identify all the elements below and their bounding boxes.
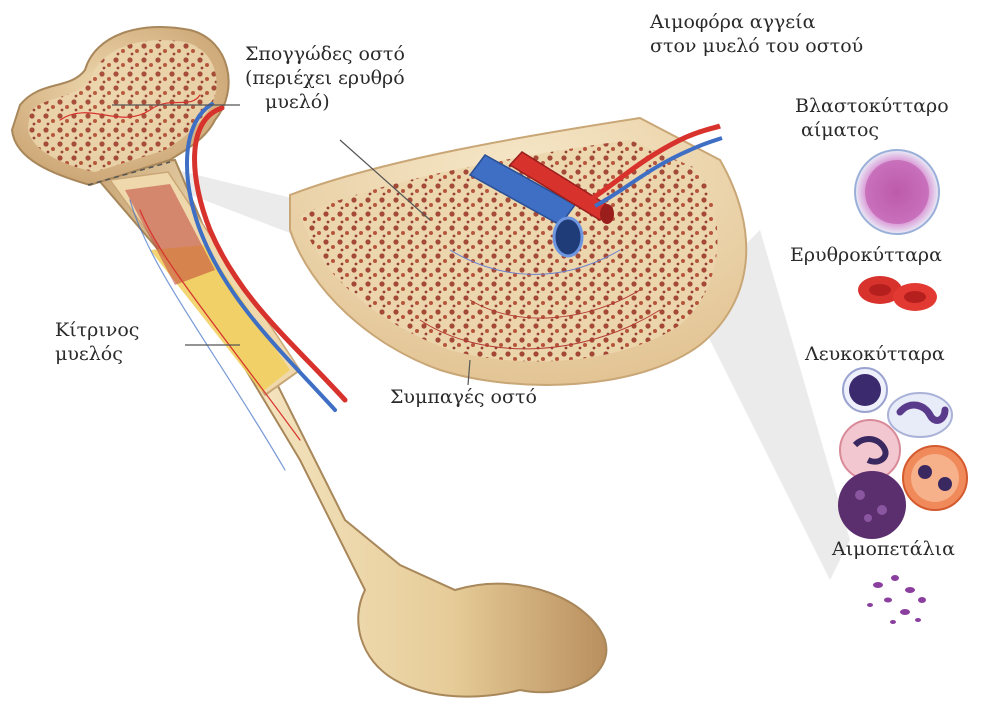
label-stem-cell-line1: Βλαστοκύτταρο (795, 94, 949, 118)
label-blood-vessels-line1: Αιμοφόρα αγγεία (650, 10, 863, 34)
magnified-bone-section (290, 118, 746, 385)
label-spongy-bone-line3: μυελό) (245, 90, 405, 114)
platelets (867, 575, 926, 624)
label-spongy-bone-line1: Σπογγώδες οστό (245, 42, 405, 66)
red-blood-cells (858, 276, 937, 311)
label-blood-vessels: Αιμοφόρα αγγεία στον μυελό του οστού (650, 10, 863, 58)
stem-cell (855, 150, 939, 234)
label-spongy-bone-line2: (περιέχει ερυθρό (245, 66, 405, 90)
label-blood-vessels-line2: στον μυελό του οστού (650, 34, 863, 58)
label-white-cells: Λευκοκύτταρα (805, 342, 945, 366)
label-stem-cell-line2: αίματος (795, 118, 949, 142)
white-blood-cells (838, 368, 967, 539)
label-yellow-marrow-line2: μυελός (55, 342, 139, 366)
label-spongy-bone: Σπογγώδες οστό (περιέχει ερυθρό μυελό) (245, 42, 405, 114)
label-platelets: Αιμοπετάλια (832, 537, 955, 561)
label-yellow-marrow-line1: Κίτρινος (55, 318, 139, 342)
label-red-cells: Ερυθροκύτταρα (790, 243, 942, 267)
label-compact-bone: Συμπαγές οστό (390, 385, 537, 409)
label-yellow-marrow: Κίτρινος μυελός (55, 318, 139, 366)
label-stem-cell: Βλαστοκύτταρο αίματος (795, 94, 949, 142)
